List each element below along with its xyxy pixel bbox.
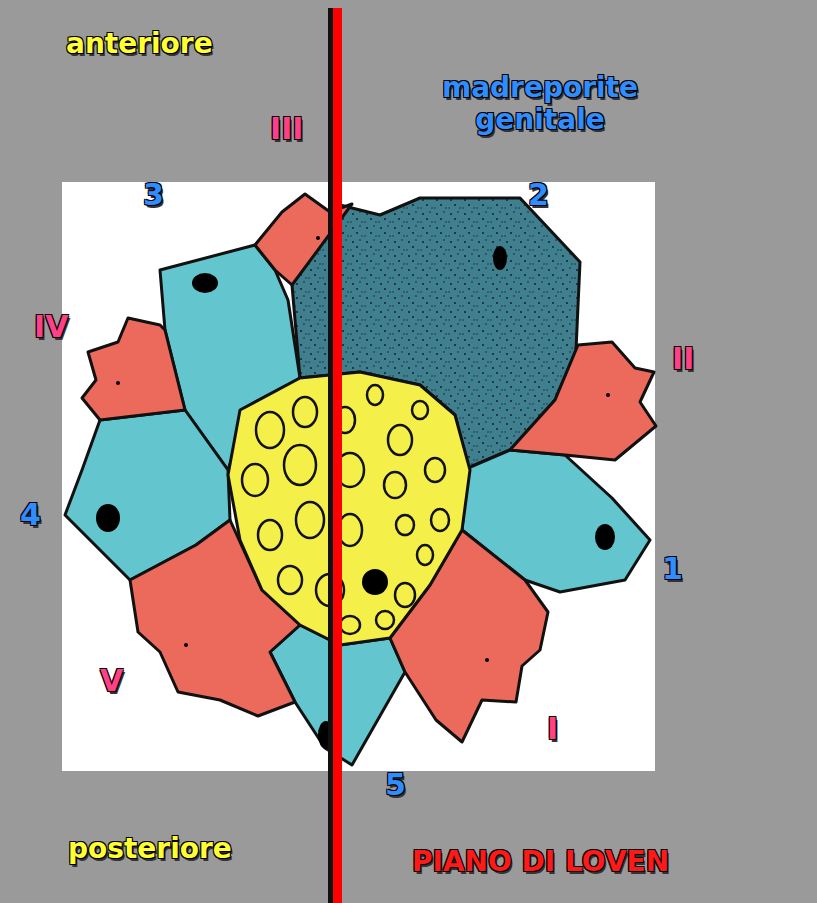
genital-plate-number: 4 (20, 498, 41, 533)
ocular-plate-number: II (672, 342, 694, 377)
ocular-plate (130, 520, 300, 716)
ocular-plate-number: I (547, 712, 558, 747)
periproct-plates (242, 385, 449, 634)
genital-plate-number: 5 (385, 768, 406, 803)
ocular-plate (510, 342, 656, 460)
pores (96, 236, 615, 749)
ocular-plate-number: IV (34, 310, 68, 345)
diagram-title: PIANO DI LOVEN (412, 846, 669, 878)
genital-plate-number: 2 (528, 178, 549, 213)
plane-shadow (328, 8, 333, 903)
plate-name: madreporite genitale (410, 72, 670, 136)
orientation-label: anteriore (66, 28, 213, 60)
genital-plate-number: 3 (143, 178, 164, 213)
symmetry-plane-line (333, 8, 342, 903)
periproct (228, 372, 470, 645)
genital-plate-number: 1 (662, 552, 683, 587)
ocular-plate-number: V (100, 664, 123, 699)
ocular-plate (82, 318, 185, 420)
orientation-label: posteriore (68, 833, 232, 865)
white-panel (62, 182, 655, 771)
ocular-plate-number: III (270, 112, 304, 147)
